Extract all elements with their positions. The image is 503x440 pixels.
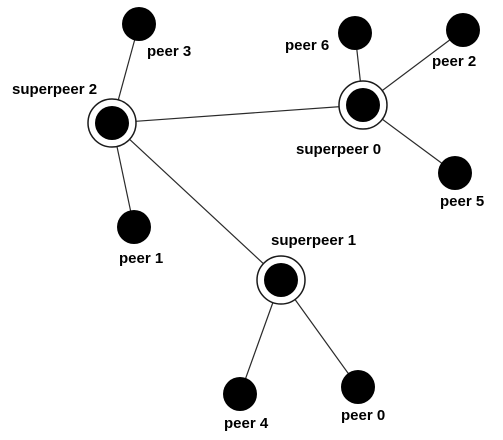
peer-node-3 [122,7,156,41]
label-peer-6: peer 6 [285,37,329,54]
peer-node-4 [223,377,257,411]
edge-sp2-sp0 [111,104,364,124]
edge-sp2-sp1 [111,122,282,281]
peer-node-5 [438,156,472,190]
label-superpeer-1: superpeer 1 [271,232,356,249]
superpeer-core [264,263,298,297]
superpeer-core [95,106,129,140]
label-peer-1: peer 1 [119,250,163,267]
superpeer-node-2 [87,98,137,148]
labels-layer: superpeer 2 superpeer 0 superpeer 1 peer… [12,37,484,432]
label-peer-0: peer 0 [341,407,385,424]
peer-node-0 [341,370,375,404]
label-peer-5: peer 5 [440,193,484,210]
peer-node-6 [338,16,372,50]
edges-layer [111,23,464,395]
label-peer-3: peer 3 [147,43,191,60]
superpeer-node-1 [256,255,306,305]
peer-node-2 [446,13,480,47]
superpeer-core [346,88,380,122]
nodes-layer [87,7,480,411]
label-peer-4: peer 4 [224,415,269,432]
peer-node-1 [117,210,151,244]
label-peer-2: peer 2 [432,53,476,70]
label-superpeer-2: superpeer 2 [12,81,97,98]
superpeer-node-0 [338,80,388,130]
label-superpeer-0: superpeer 0 [296,141,381,158]
